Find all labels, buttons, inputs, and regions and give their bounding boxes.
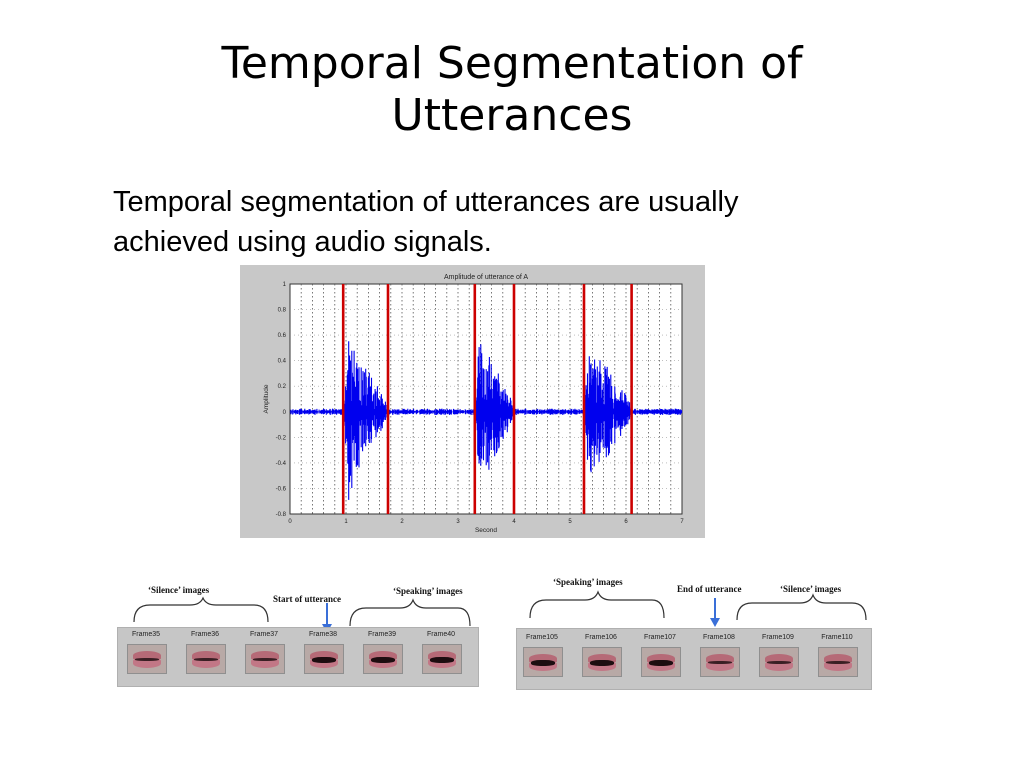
- lip-frame-image: [818, 647, 858, 677]
- x-axis-label: Second: [475, 527, 497, 534]
- brace-silence-right: [736, 593, 867, 621]
- frame-label: Frame40: [426, 631, 455, 638]
- x-tick-label: 0: [288, 519, 292, 525]
- lip-frame-image: [700, 647, 740, 677]
- y-tick-label: 1: [283, 282, 287, 288]
- frame-label: Frame36: [190, 631, 219, 638]
- frame-label: Frame108: [703, 634, 735, 641]
- x-tick-label: 3: [456, 519, 460, 525]
- x-tick-label: 7: [680, 519, 684, 525]
- signal-waveform: [289, 341, 683, 500]
- y-tick-label: -0.6: [276, 486, 287, 492]
- brace-speaking-right: [529, 590, 665, 619]
- lip-frame-image: [127, 644, 167, 674]
- y-tick-label: 0: [283, 410, 287, 416]
- y-tick-label: -0.2: [276, 435, 287, 441]
- lip-frame-image: [363, 644, 403, 674]
- brace-silence: [133, 596, 269, 623]
- lip-frame-image: [422, 644, 462, 674]
- lip-frame-image: [304, 644, 344, 674]
- frame-label: Frame106: [585, 634, 617, 641]
- lip-frame-image: [245, 644, 285, 674]
- x-tick-label: 6: [624, 519, 628, 525]
- lip-frame-image: [523, 647, 563, 677]
- y-tick-label: 0.4: [278, 359, 287, 365]
- title-line-1: Temporal Segmentation of: [221, 38, 803, 89]
- label-speaking-images: ‘Speaking’ images: [393, 586, 463, 596]
- plot-title: Amplitude of utterance of A: [444, 274, 528, 281]
- brace-speaking: [349, 598, 471, 627]
- frame-label: Frame39: [367, 631, 396, 638]
- lip-frame-image: [582, 647, 622, 677]
- frame-label: Frame109: [762, 634, 794, 641]
- x-tick-label: 2: [400, 519, 404, 525]
- label-start-of-utterance: Start of utterance: [273, 594, 341, 604]
- frame-label: Frame37: [249, 631, 278, 638]
- y-tick-label: -0.8: [276, 512, 287, 518]
- x-tick-label: 4: [512, 519, 516, 525]
- body-line-2: achieved using audio signals.: [113, 226, 492, 258]
- arrow-end-head: [710, 618, 720, 627]
- y-tick-label: 0.2: [278, 384, 287, 390]
- amplitude-figure: 0 1 2 3 4 5 6 7 1 0.8 0.6 0.4 0.2 0 -0.2 -0.4 -0.6 -0.8 Am…: [240, 265, 705, 538]
- lip-frame-image: [641, 647, 681, 677]
- strip-left-bar: [117, 627, 479, 687]
- body-text: Temporal segmentation of utterances are …: [113, 182, 893, 262]
- strip-right-bar: [516, 628, 872, 690]
- frame-label: Frame105: [526, 634, 558, 641]
- x-tick-label: 1: [344, 519, 348, 525]
- slide-title: Temporal Segmentation of Utterances: [100, 38, 924, 142]
- frame-label: Frame110: [821, 634, 853, 641]
- y-axis-label: Amplitude: [263, 384, 270, 413]
- label-silence-images-right: ‘Silence’ images: [780, 584, 842, 594]
- label-speaking-images-right: ‘Speaking’ images: [553, 577, 623, 587]
- frame-label: Frame38: [308, 631, 337, 638]
- frame-label: Frame35: [131, 631, 160, 638]
- body-line-1: Temporal segmentation of utterances are …: [113, 186, 739, 218]
- y-tick-label: 0.6: [278, 333, 287, 339]
- lip-frame-image: [186, 644, 226, 674]
- lip-frame-image: [759, 647, 799, 677]
- frame-label: Frame107: [644, 634, 676, 641]
- y-tick-label: -0.4: [276, 461, 287, 467]
- label-silence-images: ‘Silence’ images: [148, 585, 210, 595]
- x-tick-label: 5: [568, 519, 572, 525]
- y-tick-label: 0.8: [278, 308, 287, 314]
- amplitude-plot: 0 1 2 3 4 5 6 7 1 0.8 0.6 0.4 0.2 0 -0.2 -0.4 -0.6 -0.8 Am…: [263, 274, 684, 534]
- title-line-2: Utterances: [391, 90, 633, 141]
- label-end-of-utterance: End of utterance: [677, 584, 742, 594]
